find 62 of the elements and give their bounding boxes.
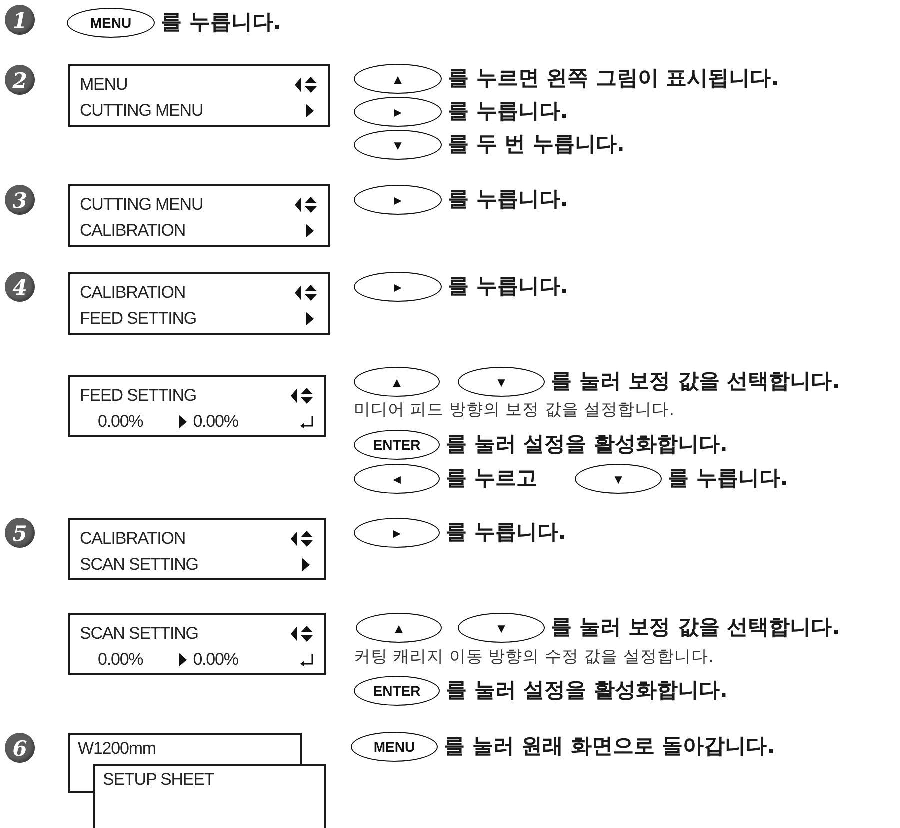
key-symbol: ▼ [458,367,545,397]
instruction-text: 를 두 번 누릅니다. [448,131,625,158]
key-symbol: ENTER [354,430,440,460]
lcd-screen [68,613,326,675]
instruction-text: 를 눌러 설정을 활성화합니다. [446,677,728,704]
instruction-text: 를 눌러 원래 화면으로 돌아갑니다. [444,733,776,760]
lcd-screen [68,375,326,437]
key-symbol: ► [354,272,442,302]
instruction-text: 를 눌러 설정을 활성화합니다. [446,431,728,458]
key-symbol: MENU [67,8,155,38]
screen-text: W1200mm [78,739,156,758]
step-number: 5 [5,518,35,548]
key-symbol: ► [354,97,442,127]
step-number: 2 [5,65,35,95]
screen-text: CUTTING MENU [80,100,204,120]
screen-text: FEED SETTING [80,386,197,406]
instruction-text: 를 누릅니다. [668,465,788,492]
instruction-text: 를 눌러 보정 값을 선택합니다. [551,368,840,395]
key-symbol: ▼ [354,130,442,160]
screen-text: CALIBRATION [80,528,186,548]
screen-panel [68,733,302,764]
key-symbol: ▲ [354,64,442,94]
key-symbol: ▲ [354,367,440,397]
lcd-screen [68,184,330,247]
instruction-text: 를 누르면 왼쪽 그림이 표시됩니다. [448,65,780,92]
instruction-text: 를 누르고 [446,465,538,492]
screen-text: 0.00% [193,650,238,670]
key-symbol: ▼ [575,464,662,494]
lcd-screen [68,272,330,335]
key-symbol: ENTER [354,676,440,706]
step-number: 6 [5,733,35,763]
lcd-screen [68,518,326,580]
instruction-text: 를 누릅니다. [446,519,566,546]
instruction-text: 를 누릅니다. [161,9,282,36]
screen-text: SETUP SHEET [103,770,214,789]
key-symbol: ► [354,518,440,548]
screen-text: CALIBRATION [80,282,186,302]
key-symbol: ► [354,185,442,215]
screen-text: FEED SETTING [80,308,197,328]
screen-text: 0.00% [98,650,144,670]
screen-panel [93,764,326,828]
note-text: 미디어 피드 방향의 보정 값을 설정합니다. [354,399,674,421]
key-symbol: ▼ [458,613,545,643]
step-number: 1 [5,5,35,35]
screen-text: 0.00% [98,412,144,432]
instruction-text: 를 눌러 보정 값을 선택합니다. [551,614,840,641]
screen-text: CUTTING MENU [80,194,204,214]
step-number: 3 [5,185,35,215]
note-text: 커팅 캐리지 이동 방향의 수정 값을 설정합니다. [354,646,714,668]
screen-text: 0.00% [193,412,238,432]
key-symbol: MENU [351,732,438,762]
screen-text: MENU [80,74,128,94]
key-symbol: ▲ [356,613,442,643]
step-number: 4 [5,272,35,302]
instruction-text: 를 누릅니다. [448,273,568,300]
screen-text: CALIBRATION [80,220,186,240]
screen-text: SCAN SETTING [80,554,198,574]
key-symbol: ◄ [354,464,440,494]
instruction-text: 를 누릅니다. [448,186,568,213]
screen-text: SCAN SETTING [80,624,198,644]
lcd-screen [68,64,330,127]
instruction-text: 를 누릅니다. [448,98,568,125]
